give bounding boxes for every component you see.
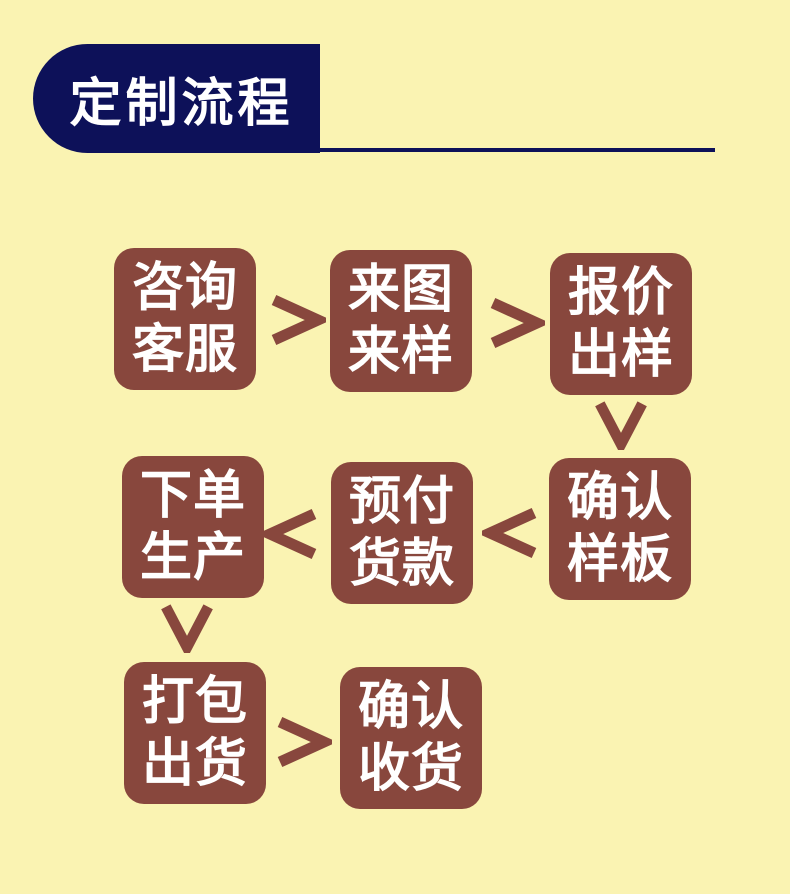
step-label-line1: 预付 bbox=[348, 471, 455, 532]
step-box-consult: 咨询 客服 bbox=[114, 248, 256, 390]
step-label-line1: 来图 bbox=[347, 259, 454, 320]
step-box-confirm-receipt: 确认 收货 bbox=[340, 667, 482, 809]
arrow-right-icon bbox=[266, 290, 326, 350]
arrow-down-icon bbox=[158, 603, 216, 653]
step-label-line2: 货款 bbox=[348, 533, 455, 594]
step-box-production: 下单 生产 bbox=[122, 456, 264, 598]
step-label-line2: 收货 bbox=[357, 738, 464, 799]
step-label-line1: 确认 bbox=[357, 676, 464, 737]
header-banner: 定制流程 bbox=[33, 44, 320, 153]
step-label-line2: 样板 bbox=[566, 529, 673, 590]
arrow-right-icon bbox=[485, 293, 545, 353]
step-box-quote: 报价 出样 bbox=[550, 253, 692, 395]
step-box-ship: 打包 出货 bbox=[124, 662, 266, 804]
step-box-confirm-sample: 确认 样板 bbox=[549, 458, 691, 600]
page-title: 定制流程 bbox=[69, 73, 294, 134]
arrow-down-icon bbox=[592, 400, 650, 450]
step-label-line1: 确认 bbox=[566, 467, 673, 528]
arrow-right-icon bbox=[272, 712, 332, 772]
step-box-send-sample: 来图 来样 bbox=[330, 250, 472, 392]
step-label-line2: 客服 bbox=[131, 319, 238, 380]
step-label-line1: 咨询 bbox=[131, 257, 238, 318]
step-box-prepay: 预付 货款 bbox=[331, 462, 473, 604]
step-label-line2: 出样 bbox=[567, 324, 674, 385]
step-label-line1: 下单 bbox=[139, 465, 246, 526]
step-label-line2: 出货 bbox=[141, 733, 248, 794]
step-label-line1: 打包 bbox=[141, 671, 248, 732]
step-label-line2: 来样 bbox=[347, 321, 454, 382]
step-label-line1: 报价 bbox=[567, 262, 674, 323]
header-underline bbox=[318, 148, 715, 152]
step-label-line2: 生产 bbox=[139, 527, 246, 588]
arrow-left-icon bbox=[482, 503, 542, 563]
arrow-left-icon bbox=[262, 504, 322, 564]
